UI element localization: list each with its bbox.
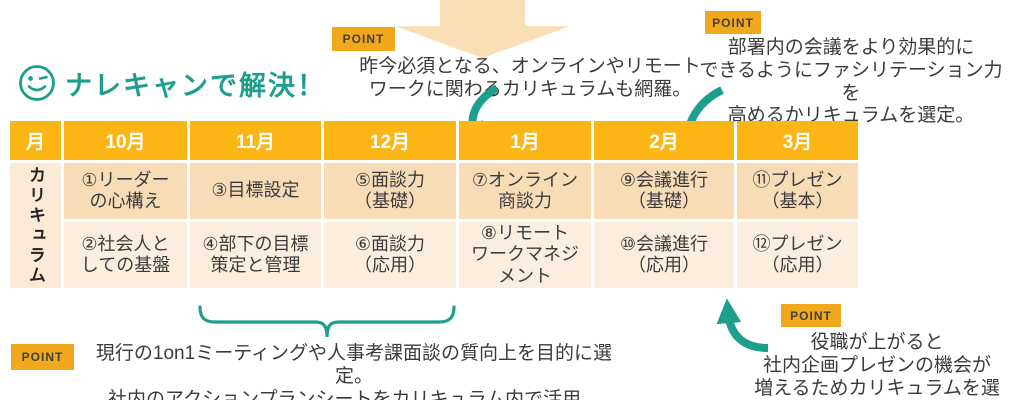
cell-oct-2: ②社会人と しての基盤: [64, 222, 187, 288]
point-badge-bottom-left: POINT: [11, 344, 74, 370]
cell-nov-2: ④部下の目標 策定と管理: [190, 222, 321, 288]
page-title-label: ナレキャンで解決！: [65, 70, 326, 101]
cell-feb-2: ⑩会議進行 （応用）: [594, 222, 734, 288]
big-down-arrow-shape: [395, 0, 570, 58]
callout-text-top-middle: 昨今必須となる、オンラインやリモート ワークに関わるカリキュラムも網羅。: [359, 56, 701, 100]
point-badge-bottom-right: POINT: [781, 304, 841, 327]
callout-text-bottom-left: 現行の1on1ミーティングや人事考課面談の質向上を目的に選定。 社内のアクション…: [95, 343, 613, 400]
table-header-oct: 10月: [64, 121, 187, 160]
table-header-jan: 1月: [459, 121, 591, 160]
table-header-mar: 3月: [737, 121, 858, 160]
callout-text-top-right: 部署内の会議をより効果的に できるようにファシリテーション力を 高めるかリキュラ…: [699, 37, 1003, 127]
cell-oct-1: ①リーダー の心構え: [64, 163, 187, 219]
cell-jan-2: ⑧リモート ワークマネジ メント: [459, 222, 591, 288]
cell-dec-2: ⑥面談力 （応用）: [324, 222, 456, 288]
table-row-header-curriculum: カリキュラム: [10, 163, 61, 288]
curriculum-schedule-table: 月 10月 11月 12月 1月 2月 3月 カリキュラム ①リーダー の心構え…: [10, 121, 858, 288]
brace-under-nov-dec: [198, 305, 456, 338]
cell-nov-1: ③目標設定: [190, 163, 321, 219]
smiley-wink-icon: [19, 65, 55, 101]
table-header-month: 月: [10, 121, 61, 160]
cell-mar-1: ⑪プレゼン （基本）: [737, 163, 858, 219]
cell-dec-1: ⑤面談力 （基礎）: [324, 163, 456, 219]
cell-feb-1: ⑨会議進行 （基礎）: [594, 163, 734, 219]
table-header-nov: 11月: [190, 121, 321, 160]
table-header-feb: 2月: [594, 121, 734, 160]
table-header-dec: 12月: [324, 121, 456, 160]
callout-text-bottom-right: 役職が上がると 社内企画プレゼンの機会が 増えるためカリキュラムを選定。: [754, 332, 1000, 399]
cell-mar-2: ⑫プレゼン （応用）: [737, 222, 858, 288]
page-title: ナレキャンで解決！: [17, 62, 326, 104]
cell-jan-1: ⑦オンライン 商談力: [459, 163, 591, 219]
point-badge-top-right: POINT: [705, 11, 761, 34]
point-badge-top-middle: POINT: [332, 27, 395, 51]
curved-arrow-to-march: [716, 298, 769, 352]
